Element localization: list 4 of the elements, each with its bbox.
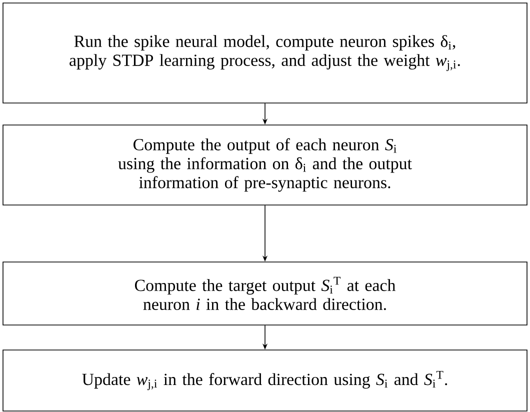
process-box: Compute the output of each neuron S$_{i}$ using the information on δ$_{i}$ and the output information of pre-synaptic neurons. bbox=[2, 124, 528, 206]
process-box: Compute the target output S$_{i}$$^{T}$ at each neuron i in the backward direction. bbox=[2, 262, 528, 326]
process-box: Run the spike neural model, compute neuron spikes δ$_{i}$, apply STDP learning process, and adjust the weight w$_{j,i}$. bbox=[2, 2, 528, 104]
process-box: Update w$_{j,i}$ in the forward direction using S$_{i}$ and S$_{i}$$^{T}$. bbox=[2, 350, 528, 412]
